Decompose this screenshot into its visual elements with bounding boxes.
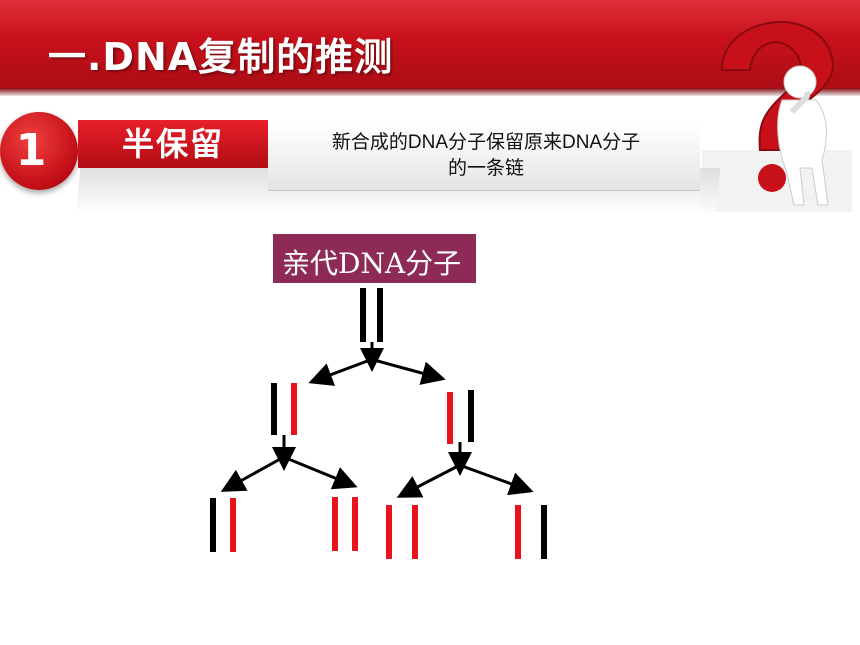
arrow-top-left [308,358,371,386]
gen1-right-strand-new [447,392,453,444]
parent-strand-old-left [360,288,366,342]
gen2-b-strand-new-1 [332,497,338,551]
step-number-badge [0,112,78,190]
parent-strand-old-right [377,288,383,342]
step-number: 1 [15,125,47,176]
gen2-d-strand-new [515,505,521,559]
model-name: 半保留 [121,125,224,163]
gen1-left-strand-new [291,383,297,435]
gen2-c-strand-new-2 [412,505,418,559]
parent-dna-label-box [273,234,476,283]
arrow-left-left [220,456,283,492]
model-description: 新合成的DNA分子保留原来DNA分子 的一条链 [284,130,688,182]
header-bar [0,0,860,95]
gen2-b-strand-new-2 [352,497,358,551]
gen1-left-strand-old [271,383,277,435]
gen2-d-strand-old [541,505,547,559]
page-title: 一.DNA复制的推测 [48,35,394,79]
gen2-a-strand-old [210,498,216,552]
arrow-right-right [461,464,534,496]
arrow-left-right [285,456,358,490]
gen2-a-strand-new [230,498,236,552]
question-mark-figure-icon [702,21,852,212]
gen2-c-strand-new-1 [386,505,392,559]
header-shade [0,88,860,96]
arrow-top-right [373,358,446,385]
model-description-line2: 的一条链 [447,158,524,179]
parent-dna-label: 亲代DNA分子 [282,247,462,280]
model-description-box [268,124,700,191]
gen1-right-strand-old [468,390,474,442]
model-description-line1: 新合成的DNA分子保留原来DNA分子 [331,132,641,153]
arrow-right-left [396,464,459,498]
model-name-tag [78,120,268,168]
